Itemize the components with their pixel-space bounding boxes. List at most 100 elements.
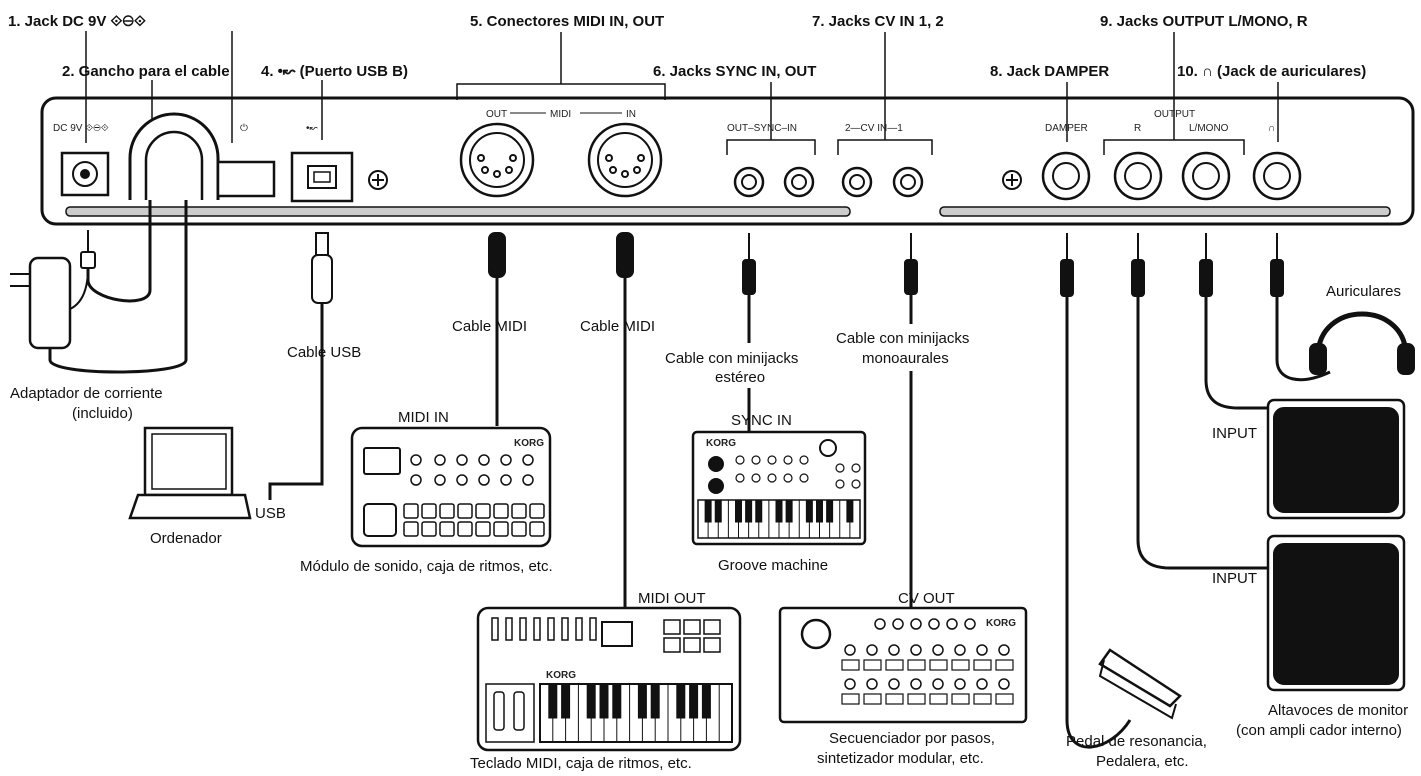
- black-key: [586, 683, 596, 719]
- sync-in-jack[interactable]: [783, 166, 815, 198]
- black-key: [826, 499, 834, 523]
- damper-pedal: Pedal de resonancia, Pedalera, etc.: [1060, 233, 1207, 770]
- callout-dc-jack: 1. Jack DC 9V ⟐⊖⟐: [8, 13, 146, 30]
- dc-jack[interactable]: [60, 151, 110, 197]
- seq-knob: [888, 678, 900, 690]
- seq-knob: [910, 644, 922, 656]
- headphone-jack[interactable]: [1252, 151, 1302, 201]
- midi-in-connector[interactable]: [587, 122, 663, 198]
- black-key: [846, 499, 854, 523]
- cv-in-2-jack[interactable]: [841, 166, 873, 198]
- sequencer-sublabel: sintetizador modular, etc.: [817, 750, 984, 767]
- callout-headphones: 10. ∩ (Jack de auriculares): [1177, 63, 1366, 80]
- damper-pedal-sublabel: Pedalera, etc.: [1096, 753, 1189, 770]
- computer: Ordenador: [128, 426, 252, 547]
- adapter-label: Adaptador de corriente: [10, 385, 163, 402]
- svg-text:Cable con minijacks: Cable con minijacks: [836, 330, 969, 347]
- callouts: 1. Jack DC 9V ⟐⊖⟐ 2. Gancho para el cabl…: [8, 13, 1366, 155]
- mono-minijack-cable: Cable con minijacks monoaurales: [836, 233, 969, 608]
- seq-knob: [866, 644, 878, 656]
- sequencer-label: Secuenciador por pasos,: [829, 730, 995, 747]
- seq-jack: [946, 618, 958, 630]
- cable-hook: [128, 112, 220, 200]
- callout-midi: 5. Conectores MIDI IN, OUT: [470, 13, 664, 30]
- output-lmono-cable: [1199, 233, 1268, 410]
- adapter-sublabel: (incluido): [72, 405, 133, 422]
- midi-cable-b: Cable MIDI: [580, 232, 655, 608]
- black-key: [816, 499, 823, 523]
- sync-in-label: SYNC IN: [731, 412, 792, 429]
- cv-in-1-jack[interactable]: [892, 166, 924, 198]
- svg-text:⏻: ⏻: [240, 123, 248, 134]
- groove-label: Groove machine: [718, 557, 828, 574]
- seq-knob: [888, 644, 900, 656]
- power-button[interactable]: [216, 160, 276, 198]
- usb-b-port[interactable]: [290, 151, 354, 203]
- seq-step: [995, 659, 1014, 671]
- svg-text:OUTPUT: OUTPUT: [1154, 109, 1195, 120]
- headphones-label: Auriculares: [1326, 283, 1401, 300]
- midi-keyboard: MIDI OUT KORG Teclado MIDI, caja de ritm…: [470, 590, 742, 772]
- svg-text:DAMPER: DAMPER: [1045, 123, 1088, 134]
- seq-knob: [844, 678, 856, 690]
- step-sequencer: CV OUT KORG Secuenciador por pasos, sint…: [778, 590, 1028, 767]
- seq-knob: [976, 678, 988, 690]
- black-key: [785, 499, 793, 523]
- callout-output: 9. Jacks OUTPUT L/MONO, R: [1100, 13, 1308, 30]
- damper-jack[interactable]: [1041, 151, 1091, 201]
- svg-text:MIDI: MIDI: [550, 109, 571, 120]
- svg-text:OUT–SYNC–IN: OUT–SYNC–IN: [727, 123, 797, 134]
- computer-label: Ordenador: [150, 530, 222, 547]
- black-key: [637, 683, 647, 719]
- seq-knob: [866, 678, 878, 690]
- black-key: [689, 683, 699, 719]
- svg-text:R: R: [1134, 123, 1141, 134]
- seq-step: [929, 659, 948, 671]
- seq-jack: [892, 618, 904, 630]
- midi-in-label: MIDI IN: [398, 409, 449, 426]
- midi-out-connector[interactable]: [459, 122, 535, 198]
- rear-panel: DC 9V ⟐⊖⟐ ⏻ •↜ OUT MIDI IN: [40, 96, 1415, 226]
- midi-out-label: MIDI OUT: [638, 590, 706, 607]
- groove-machine: SYNC IN KORG Groove machine: [691, 412, 867, 574]
- black-key: [714, 499, 722, 523]
- usb-cable-label: Cable USB: [287, 344, 361, 361]
- seq-step: [863, 659, 882, 671]
- seq-knob: [844, 644, 856, 656]
- black-key: [561, 683, 571, 719]
- svg-text:∩: ∩: [1268, 123, 1275, 134]
- monitor-speaker-top: INPUT: [1212, 398, 1406, 520]
- usb-cable: Cable USB USB: [255, 232, 361, 522]
- callout-usb-port: 4. •↜ (Puerto USB B): [261, 63, 408, 80]
- svg-text:KORG: KORG: [706, 438, 736, 449]
- screw-left: [368, 170, 388, 190]
- stereo-minijack-cable: Cable con minijacks estéreo: [665, 233, 798, 432]
- callout-damper: 8. Jack DAMPER: [990, 63, 1109, 80]
- svg-text:Cable con minijacks: Cable con minijacks: [665, 350, 798, 367]
- sync-out-jack[interactable]: [733, 166, 765, 198]
- svg-text:monoaurales: monoaurales: [862, 350, 949, 367]
- output-lmono-jack[interactable]: [1181, 151, 1231, 201]
- svg-text:OUT: OUT: [486, 109, 507, 120]
- seq-knob: [954, 678, 966, 690]
- svg-text:DC 9V ⟐⊖⟐: DC 9V ⟐⊖⟐: [53, 123, 109, 134]
- midi-cable-a: Cable MIDI: [452, 232, 527, 426]
- svg-text:KORG: KORG: [514, 438, 544, 449]
- svg-text:Cable MIDI: Cable MIDI: [580, 318, 655, 335]
- callout-cv: 7. Jacks CV IN 1, 2: [812, 13, 944, 30]
- seq-step: [885, 693, 904, 705]
- input-label-top: INPUT: [1212, 425, 1257, 442]
- damper-pedal-label: Pedal de resonancia,: [1066, 733, 1207, 750]
- black-key: [612, 683, 622, 719]
- seq-step: [929, 693, 948, 705]
- monitor-speaker-bottom: INPUT Altavoces de monitor (con ampli ca…: [1212, 534, 1408, 739]
- seq-knob: [998, 678, 1010, 690]
- usb-label: USB: [255, 505, 286, 522]
- svg-text:KORG: KORG: [546, 670, 576, 681]
- output-r-jack[interactable]: [1113, 151, 1163, 201]
- black-key: [735, 499, 742, 523]
- seq-step: [951, 659, 970, 671]
- svg-text:KORG: KORG: [986, 618, 1016, 629]
